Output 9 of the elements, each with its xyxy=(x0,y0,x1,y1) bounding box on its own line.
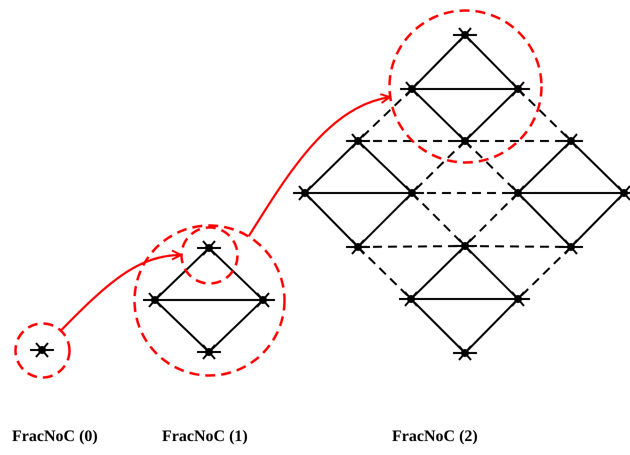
network-label: FracNoC (2) xyxy=(392,428,478,446)
dashed-circle xyxy=(132,224,286,376)
dashed-circle xyxy=(388,8,542,164)
arrow xyxy=(248,94,391,237)
network-label: FracNoC (0) xyxy=(12,428,98,446)
network-label: FracNoC (1) xyxy=(162,428,248,446)
arrow xyxy=(60,250,182,332)
dashed-circle xyxy=(14,322,70,378)
dashed-circle xyxy=(180,226,238,284)
